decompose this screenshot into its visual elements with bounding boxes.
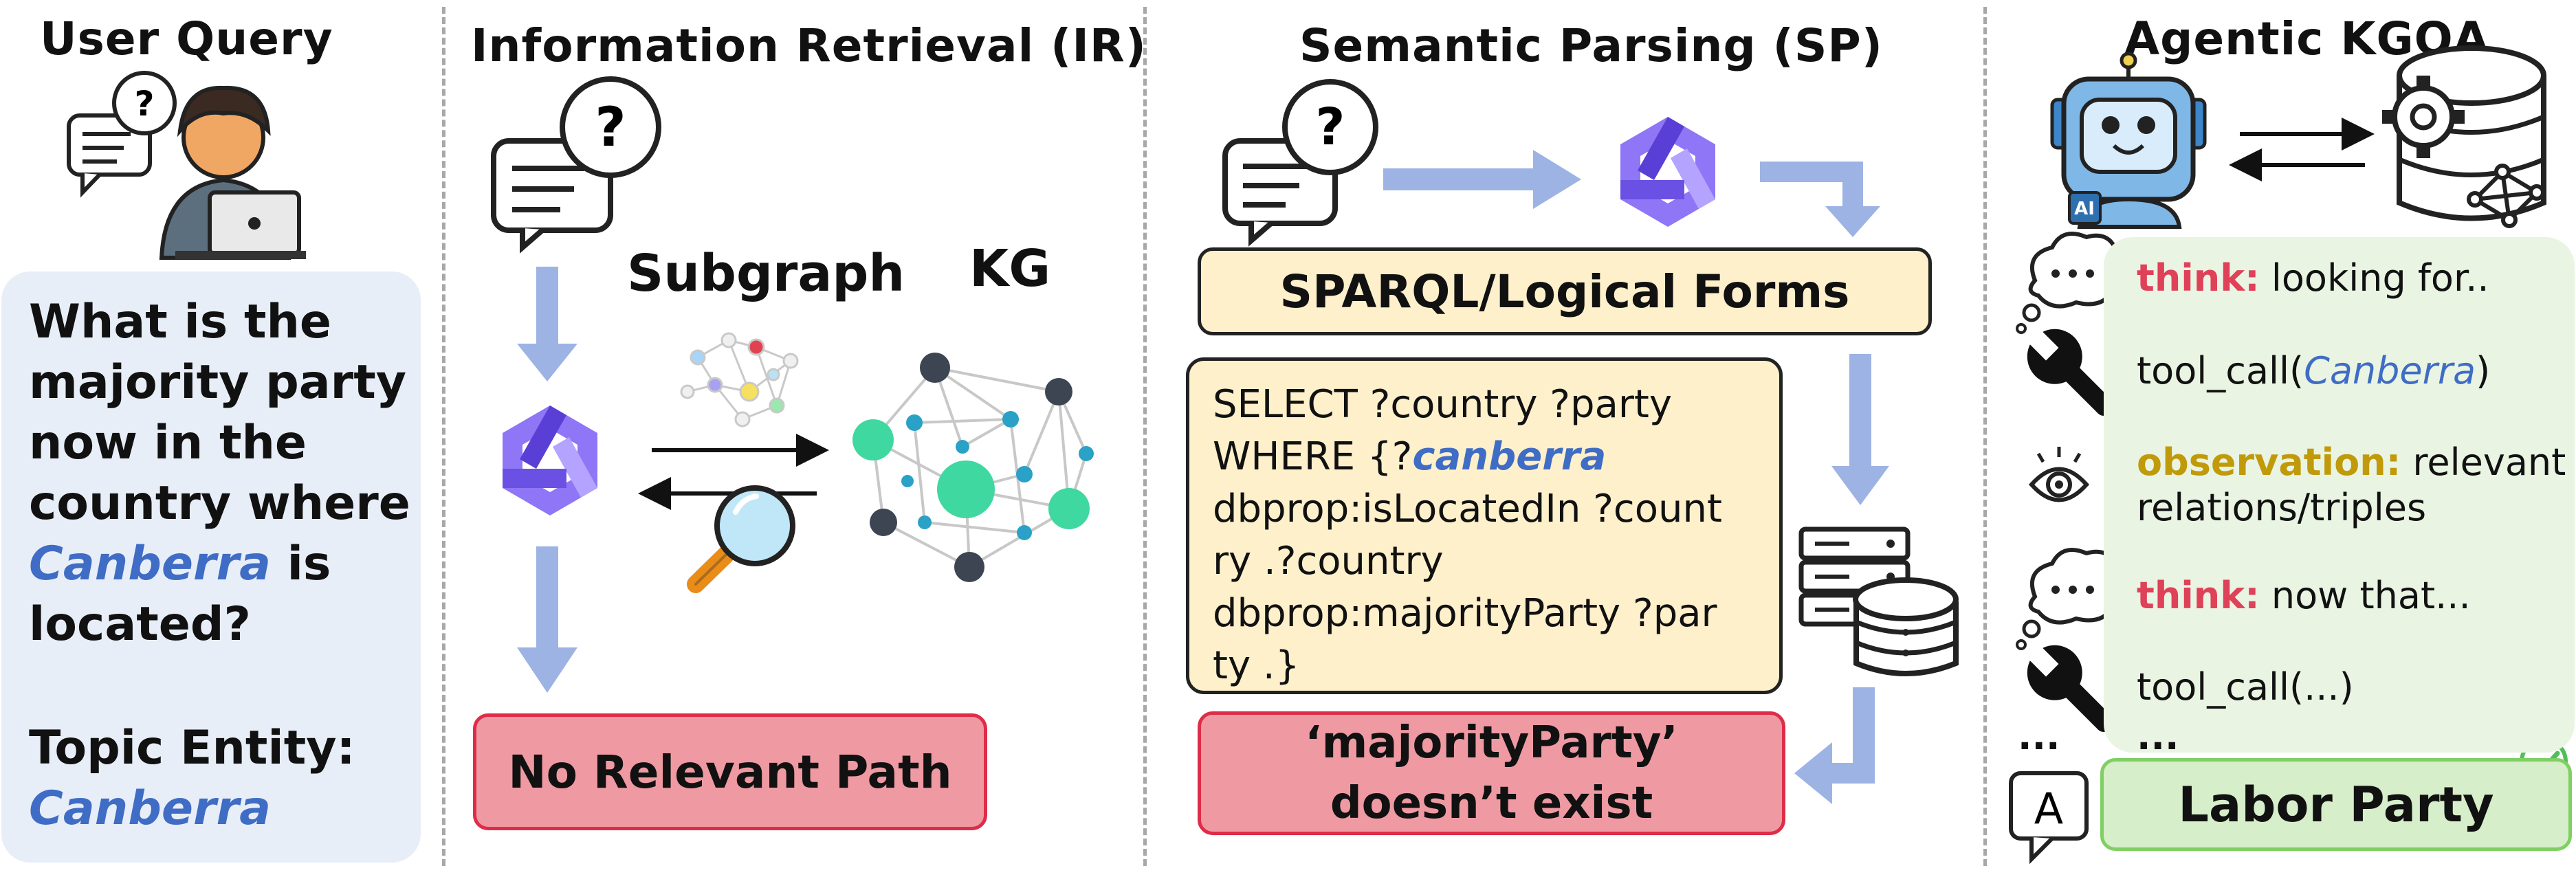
sparql-line-2: WHERE {?canberra <box>1213 431 1756 483</box>
think-text-2: now that... <box>2259 574 2471 617</box>
think-tag-1: think: <box>2137 256 2260 300</box>
answer-bubble-icon: A <box>2009 771 2089 865</box>
svg-text:?: ? <box>595 97 626 159</box>
tool-call-close: ) <box>2476 349 2491 392</box>
trace-step-think-2: think: now that... <box>2137 574 2471 617</box>
sparql-where: WHERE {? <box>1213 434 1413 479</box>
robot-tag: AI <box>2074 199 2095 219</box>
trace-step-think-1: think: looking for.. <box>2137 256 2489 300</box>
svg-text:?: ? <box>134 84 154 124</box>
query-panel <box>1 271 421 863</box>
query-entity: Canberra <box>29 537 271 591</box>
trace-ellipsis: ... <box>2137 715 2179 758</box>
sparql-line-3: dbprop:isLocatedIn ?count <box>1213 487 1722 531</box>
ir-arrow-down-2 <box>517 546 577 693</box>
magnifier-icon <box>687 485 795 593</box>
llm-logo-icon-sp <box>1620 117 1715 227</box>
kg-label: KG <box>969 239 1051 298</box>
ir-result-text: No Relevant Path <box>508 745 952 799</box>
tool-call-entity: Canberra <box>2304 349 2476 392</box>
trace-step-observation: observation: relevant relations/triples <box>2137 440 2566 531</box>
wrench-icon-1 <box>2026 328 2115 417</box>
sp-result-line-1: ‘majorityParty’ <box>1305 718 1678 768</box>
sparql-line-6: ty .} <box>1213 643 1300 688</box>
query-line-5: Canberra is <box>29 534 410 595</box>
observation-text: relevant <box>2401 441 2566 484</box>
topic-entity: Topic Entity: Canberra <box>29 718 355 839</box>
think-text-1: looking for.. <box>2259 256 2489 300</box>
sparql-line-4: ry .?country <box>1213 539 1444 584</box>
llm-logo-icon-ir <box>503 406 597 515</box>
title-ir: Information Retrieval (IR) <box>471 19 1147 72</box>
sparql-forms-label: SPARQL/Logical Forms <box>1279 265 1850 318</box>
subgraph-label: Subgraph <box>627 244 905 303</box>
database-server-icon <box>1798 526 1959 676</box>
topic-entity-value: Canberra <box>29 781 271 836</box>
query-is: is <box>270 537 331 591</box>
user-laptop-icon <box>159 85 306 260</box>
ir-result-box: No Relevant Path <box>473 713 987 830</box>
robot-icon: AI <box>2050 52 2207 229</box>
query-line-2: majority party <box>29 355 407 410</box>
knowledge-graph-icon <box>852 353 1094 582</box>
sp-arrow-right <box>1383 150 1581 209</box>
query-text: What is the majority party now in the co… <box>29 292 410 655</box>
answer-text: Labor Party <box>2178 776 2494 833</box>
question-chat-icon-small: ? <box>67 71 177 198</box>
sparql-line-1: SELECT ?country ?party <box>1213 382 1673 427</box>
question-chat-icon-ir: ? <box>491 76 661 254</box>
question-chat-icon-sp: ? <box>1222 79 1378 247</box>
eye-icon <box>2028 447 2090 502</box>
sp-result-box: ‘majorityParty’ doesn’t exist <box>1198 711 1785 835</box>
wrench-icon-2 <box>2026 644 2115 733</box>
sparql-query-box: SELECT ?country ?party WHERE {?canberra … <box>1186 357 1783 694</box>
divider-2 <box>1143 7 1147 866</box>
observation-text-2: relations/triples <box>2137 486 2427 529</box>
gear-database-icon <box>2382 45 2546 228</box>
trace-ellipsis-left: ... <box>2018 715 2060 758</box>
answer-box: Labor Party <box>2100 758 2572 851</box>
trace-step-tool-2: tool_call(...) <box>2137 665 2354 709</box>
query-line-3: now in the <box>29 416 307 470</box>
observation-tag: observation: <box>2137 441 2401 484</box>
topic-entity-label: Topic Entity: <box>29 721 355 775</box>
query-line-1: What is the <box>29 295 331 349</box>
sparql-entity: canberra <box>1412 434 1607 479</box>
subgraph-icon <box>680 332 799 428</box>
think-tag-2: think: <box>2137 574 2260 617</box>
answer-icon-letter: A <box>2034 784 2063 834</box>
title-user-query: User Query <box>40 12 333 65</box>
sparql-forms-box: SPARQL/Logical Forms <box>1198 247 1932 335</box>
thought-bubble-icon-2 <box>2016 548 2128 650</box>
divider-1 <box>442 7 445 866</box>
agent-trace-panel <box>2104 237 2575 753</box>
trace-step-tool-1: tool_call(Canberra) <box>2137 349 2490 392</box>
divider-3 <box>1983 7 1987 866</box>
sp-arrow-down <box>1831 354 1889 505</box>
ir-arrow-down-1 <box>517 267 577 381</box>
query-line-4: country where <box>29 476 410 531</box>
sp-arrow-elbow-2 <box>1794 687 1875 804</box>
sparql-line-5: dbprop:majorityParty ?par <box>1213 591 1717 636</box>
query-line-6: located? <box>29 597 251 652</box>
sp-result-line-2: doesn’t exist <box>1330 778 1653 829</box>
svg-text:?: ? <box>1316 98 1345 157</box>
tool-call-open: tool_call( <box>2137 349 2304 392</box>
title-sp: Semantic Parsing (SP) <box>1299 19 1883 72</box>
sp-arrow-elbow-1 <box>1760 162 1880 237</box>
